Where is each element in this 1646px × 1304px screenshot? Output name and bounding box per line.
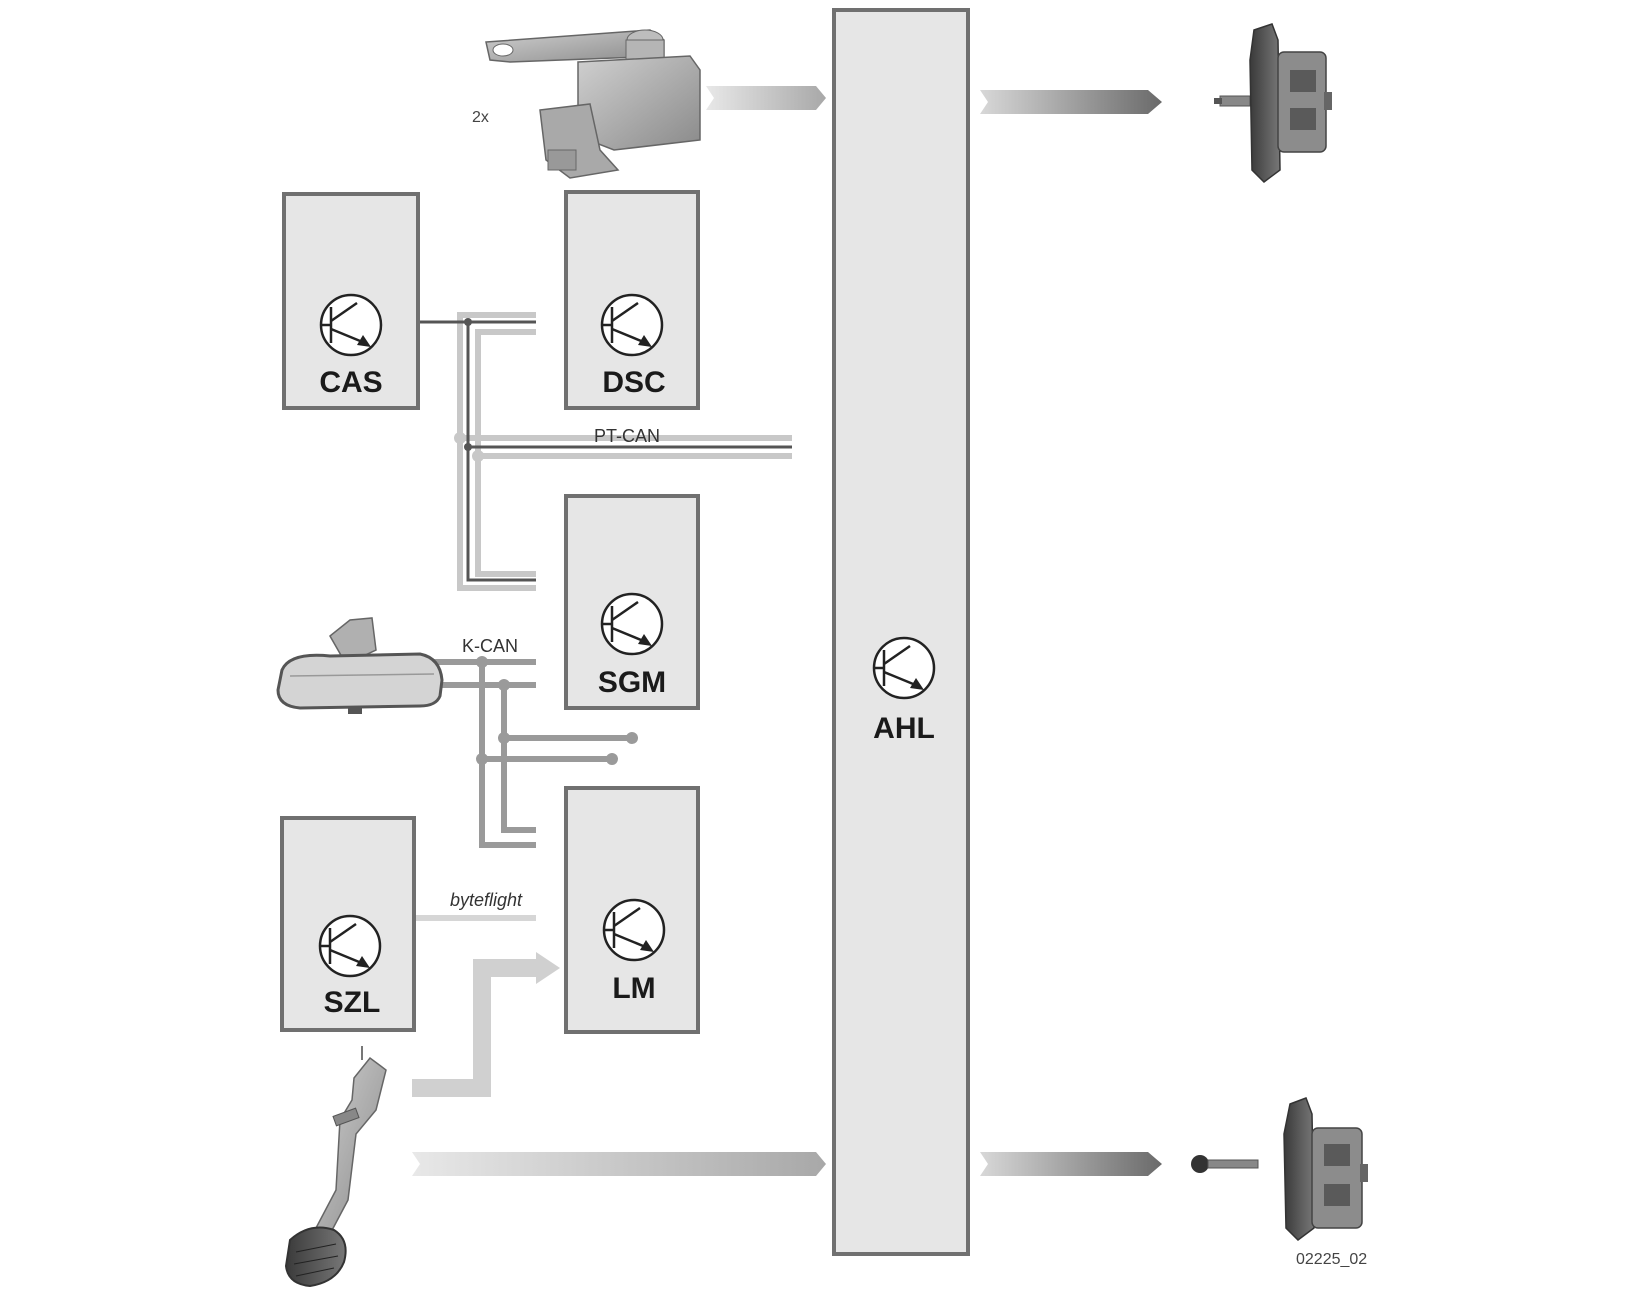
headlight-actuator-bottom-image — [1191, 1097, 1368, 1241]
ecu-dsc-label: DSC — [602, 366, 665, 399]
byteflight-label: byteflight — [450, 890, 523, 910]
rearview-mirror-image — [276, 617, 444, 714]
headlight-actuator-top-image — [1214, 23, 1332, 183]
ecu-ahl: AHL — [832, 8, 970, 1256]
k-can-label: K-CAN — [462, 636, 518, 656]
brake-pedal-image — [284, 1046, 387, 1288]
ecu-sgm-label: SGM — [598, 666, 666, 699]
pt-can-wiring — [396, 312, 792, 591]
ecu-cas-label: CAS — [319, 366, 382, 399]
ecu-dsc: DSC — [564, 190, 700, 410]
ecu-szl: SZL — [280, 816, 416, 1032]
actuator-arrow-out-bottom — [980, 1152, 1162, 1176]
ecu-szl-label: SZL — [324, 986, 381, 1019]
ecu-sgm: SGM — [564, 494, 700, 710]
ecu-ahl-label: AHL — [873, 712, 935, 745]
actuator-arrow-out-top — [980, 90, 1162, 114]
ecu-cas: CAS — [282, 192, 420, 410]
figure-id: 02225_02 — [1296, 1251, 1367, 1268]
pedal-to-lm-path — [412, 952, 560, 1097]
sensor-arrow-in — [706, 86, 826, 110]
ecu-lm: LM — [564, 786, 700, 1034]
ride-height-sensor-image: 2x — [472, 29, 701, 179]
sensor-count-label: 2x — [472, 109, 489, 126]
ecu-lm-label: LM — [612, 972, 655, 1005]
pt-can-label: PT-CAN — [594, 426, 660, 446]
pedal-arrow-in — [412, 1152, 826, 1176]
